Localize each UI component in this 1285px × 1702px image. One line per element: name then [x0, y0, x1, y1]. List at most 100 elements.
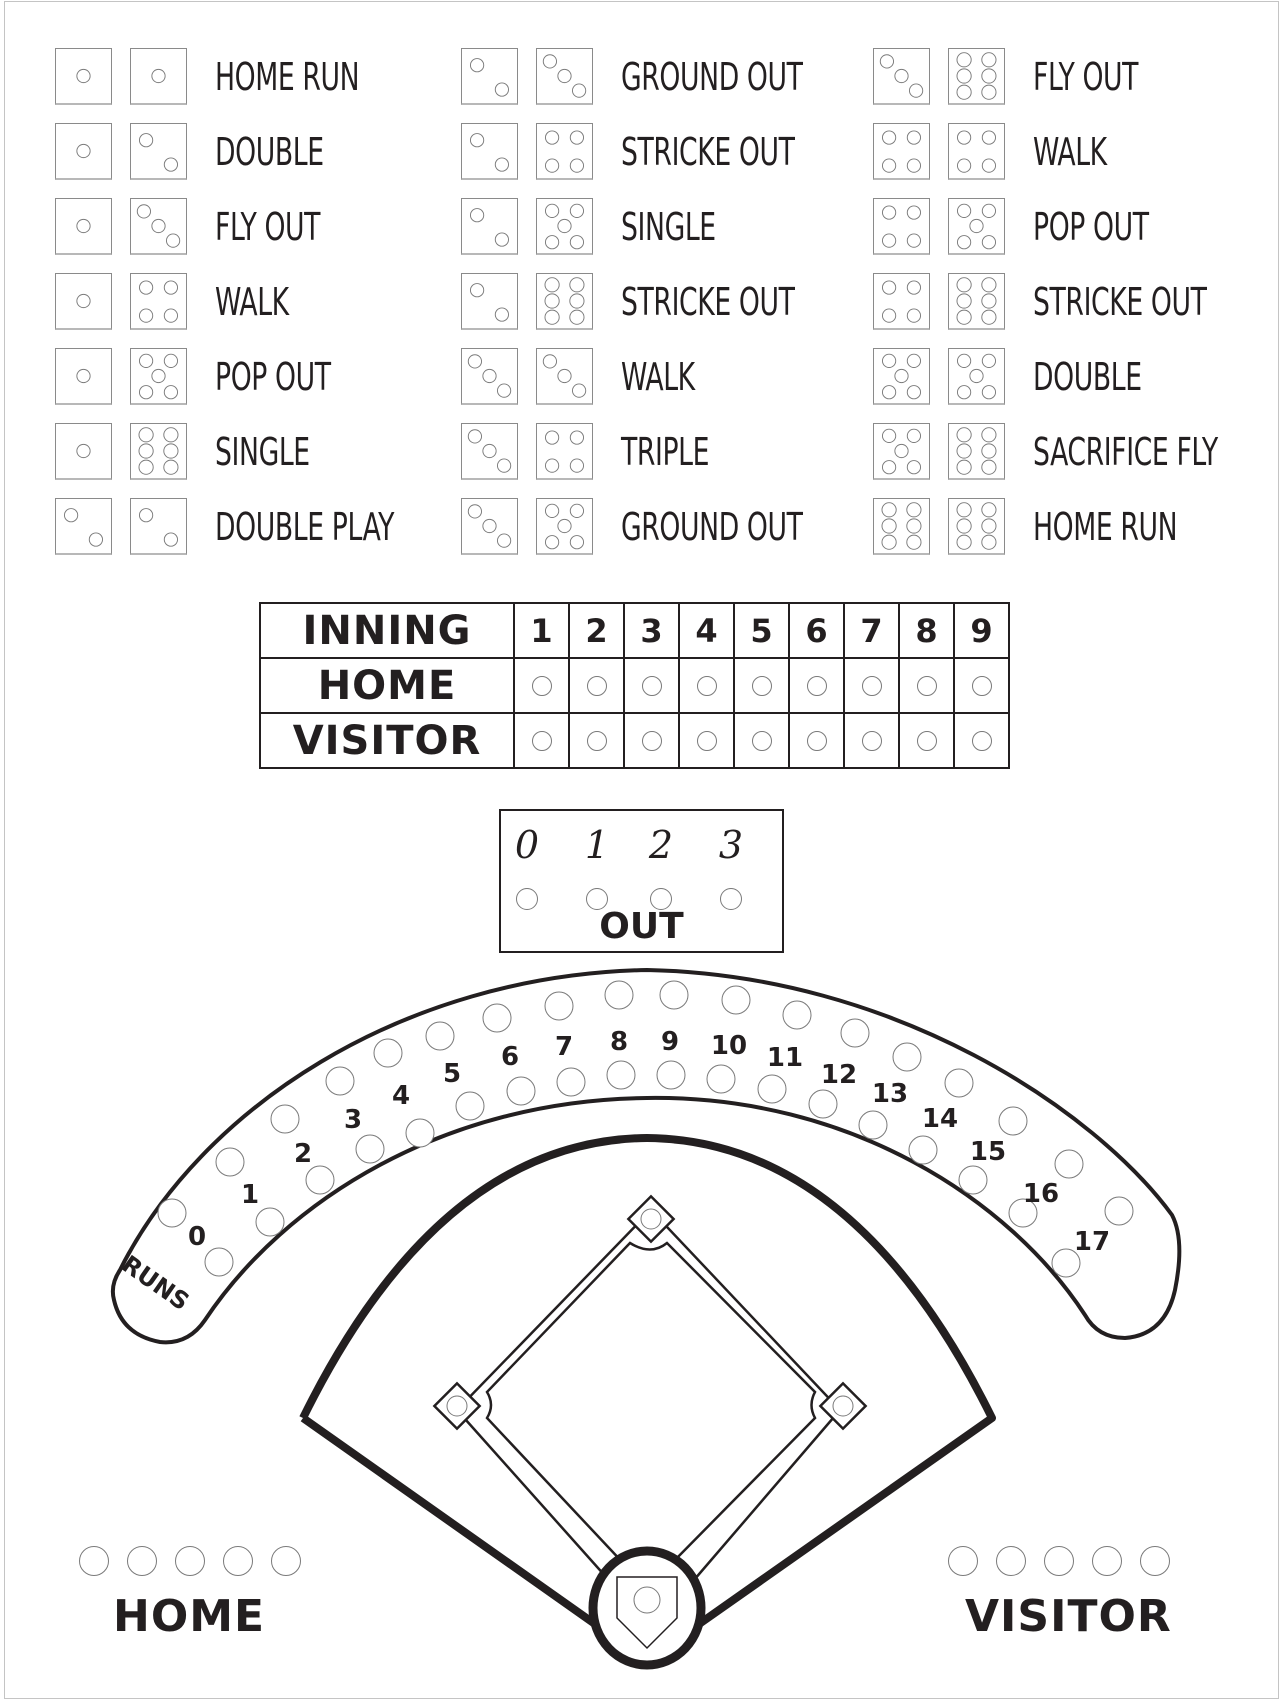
runs-9-peg-hole-inner[interactable] — [656, 1060, 686, 1090]
visitor-inning-7-peg-hole[interactable] — [861, 730, 882, 751]
dice-result-label: TRIPLE — [621, 430, 710, 474]
runs-number-11: 11 — [767, 1043, 803, 1073]
die-face-4-icon — [873, 123, 930, 180]
runs-5-peg-hole-inner[interactable] — [455, 1091, 485, 1121]
out-peg-hole-1[interactable] — [586, 888, 608, 910]
runs-number-5: 5 — [443, 1059, 461, 1089]
home-inning-2-peg-hole[interactable] — [586, 675, 607, 696]
runs-number-7: 7 — [555, 1032, 573, 1062]
die-face-4-icon — [873, 273, 930, 330]
die-face-6-icon — [948, 498, 1005, 555]
home-team-peg-hole-2[interactable] — [127, 1546, 157, 1576]
visitor-inning-1-peg-hole[interactable] — [531, 730, 552, 751]
home-team-label: HOME — [113, 1591, 266, 1642]
runs-8-peg-hole-outer[interactable] — [604, 980, 634, 1010]
visitor-inning-4-cell — [678, 712, 735, 769]
runs-10-peg-hole-inner[interactable] — [706, 1064, 736, 1094]
home-inning-7-peg-hole[interactable] — [861, 675, 882, 696]
first-base[interactable] — [818, 1381, 868, 1431]
home-inning-5-peg-hole[interactable] — [751, 675, 772, 696]
die-face-6-icon — [948, 48, 1005, 105]
home-team-peg-hole-5[interactable] — [271, 1546, 301, 1576]
visitor-inning-3-peg-hole[interactable] — [641, 730, 662, 751]
runs-3-peg-hole-outer[interactable] — [325, 1066, 355, 1096]
visitor-inning-6-peg-hole[interactable] — [806, 730, 827, 751]
visitor-team-peg-hole-3[interactable] — [1044, 1546, 1074, 1576]
out-peg-hole-0[interactable] — [516, 888, 538, 910]
die-face-5-icon — [130, 348, 187, 405]
home-inning-9-peg-hole[interactable] — [971, 675, 992, 696]
runs-3-peg-hole-inner[interactable] — [355, 1134, 385, 1164]
visitor-team-peg-hole-4[interactable] — [1092, 1546, 1122, 1576]
home-team-peg-hole-1[interactable] — [79, 1546, 109, 1576]
home-plate[interactable] — [588, 1546, 706, 1670]
runs-number-12: 12 — [821, 1060, 857, 1090]
out-peg-hole-2[interactable] — [650, 888, 672, 910]
visitor-inning-9-peg-hole[interactable] — [971, 730, 992, 751]
runs-4-peg-hole-inner[interactable] — [405, 1118, 435, 1148]
runs-17-peg-hole-inner[interactable] — [1051, 1248, 1081, 1278]
inning-number-1: 1 — [513, 602, 570, 659]
visitor-team-peg-hole-2[interactable] — [996, 1546, 1026, 1576]
runs-6-peg-hole-outer[interactable] — [482, 1003, 512, 1033]
runs-0-peg-hole-outer[interactable] — [157, 1198, 187, 1228]
runs-13-peg-hole-inner[interactable] — [858, 1110, 888, 1140]
runs-12-peg-hole-outer[interactable] — [840, 1018, 870, 1048]
runs-number-1: 1 — [241, 1180, 259, 1210]
dice-result-label: DOUBLE — [215, 130, 324, 174]
out-count-1: 1 — [584, 823, 610, 867]
second-base[interactable] — [626, 1194, 676, 1244]
runs-7-peg-hole-inner[interactable] — [556, 1067, 586, 1097]
runs-14-peg-hole-inner[interactable] — [908, 1135, 938, 1165]
visitor-team-peg-hole-5[interactable] — [1140, 1546, 1170, 1576]
dice-result-label: SINGLE — [215, 430, 310, 474]
runs-7-peg-hole-outer[interactable] — [544, 991, 574, 1021]
third-base[interactable] — [432, 1381, 482, 1431]
runs-number-3: 3 — [344, 1105, 362, 1135]
runs-17-peg-hole-outer[interactable] — [1104, 1196, 1134, 1226]
out-count-3: 3 — [718, 823, 744, 867]
out-peg-hole-3[interactable] — [720, 888, 742, 910]
visitor-inning-2-peg-hole[interactable] — [586, 730, 607, 751]
home-inning-5-cell — [733, 657, 790, 714]
runs-14-peg-hole-outer[interactable] — [944, 1068, 974, 1098]
runs-4-peg-hole-outer[interactable] — [373, 1038, 403, 1068]
home-team-peg-hole-3[interactable] — [175, 1546, 205, 1576]
runs-number-16: 16 — [1023, 1179, 1059, 1209]
runs-1-peg-hole-inner[interactable] — [255, 1207, 285, 1237]
runs-0-peg-hole-inner[interactable] — [204, 1247, 234, 1277]
runs-9-peg-hole-outer[interactable] — [659, 980, 689, 1010]
runs-5-peg-hole-outer[interactable] — [425, 1021, 455, 1051]
home-inning-8-peg-hole[interactable] — [916, 675, 937, 696]
die-face-1-icon — [55, 198, 112, 255]
runs-16-peg-hole-inner[interactable] — [1008, 1198, 1038, 1228]
runs-12-peg-hole-inner[interactable] — [808, 1089, 838, 1119]
home-inning-3-peg-hole[interactable] — [641, 675, 662, 696]
home-team-peg-hole-4[interactable] — [223, 1546, 253, 1576]
runs-2-peg-hole-outer[interactable] — [270, 1104, 300, 1134]
runs-2-peg-hole-inner[interactable] — [305, 1165, 335, 1195]
die-face-3-icon — [873, 48, 930, 105]
visitor-team-peg-hole-1[interactable] — [948, 1546, 978, 1576]
runs-10-peg-hole-outer[interactable] — [721, 985, 751, 1015]
runs-11-peg-hole-outer[interactable] — [782, 1000, 812, 1030]
visitor-inning-5-peg-hole[interactable] — [751, 730, 772, 751]
runs-8-peg-hole-inner[interactable] — [606, 1060, 636, 1090]
die-face-2-icon — [130, 498, 187, 555]
runs-15-peg-hole-inner[interactable] — [958, 1165, 988, 1195]
runs-16-peg-hole-outer[interactable] — [1054, 1149, 1084, 1179]
home-inning-6-peg-hole[interactable] — [806, 675, 827, 696]
die-face-2-icon — [461, 48, 518, 105]
visitor-inning-8-peg-hole[interactable] — [916, 730, 937, 751]
runs-11-peg-hole-inner[interactable] — [757, 1074, 787, 1104]
home-inning-4-peg-hole[interactable] — [696, 675, 717, 696]
runs-13-peg-hole-outer[interactable] — [892, 1042, 922, 1072]
home-inning-8-cell — [898, 657, 955, 714]
visitor-inning-4-peg-hole[interactable] — [696, 730, 717, 751]
runs-number-13: 13 — [872, 1079, 908, 1109]
home-inning-1-peg-hole[interactable] — [531, 675, 552, 696]
runs-6-peg-hole-inner[interactable] — [506, 1076, 536, 1106]
runs-15-peg-hole-outer[interactable] — [998, 1106, 1028, 1136]
runs-1-peg-hole-outer[interactable] — [215, 1147, 245, 1177]
